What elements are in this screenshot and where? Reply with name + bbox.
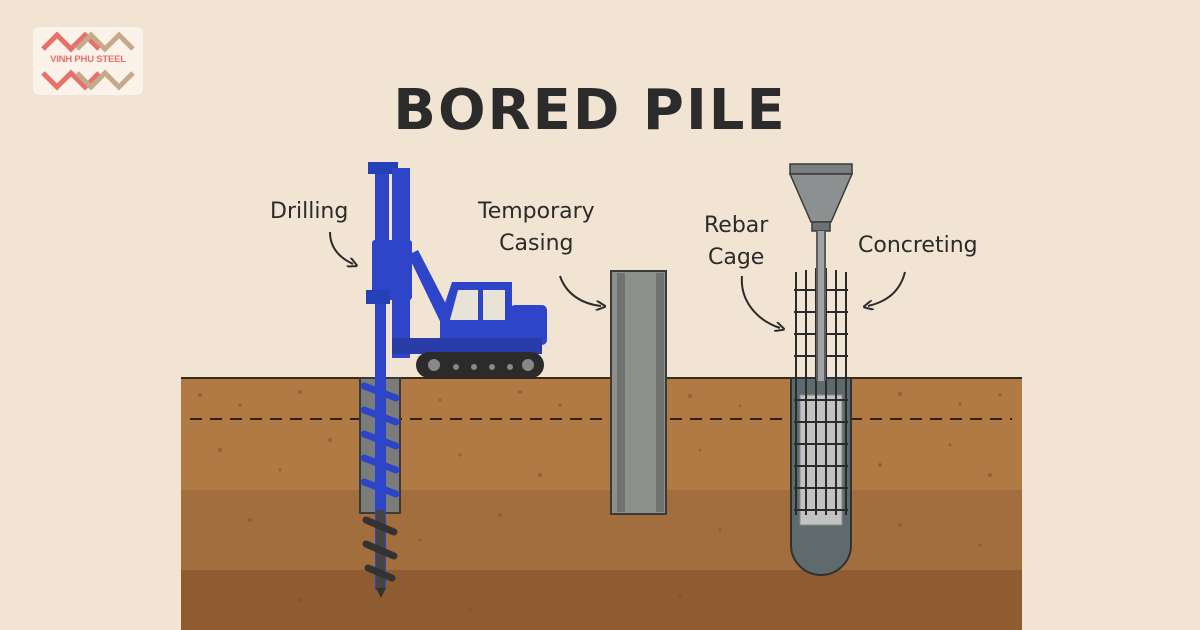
drilling-rig-icon	[366, 162, 547, 378]
label-drilling: Drilling	[270, 196, 348, 228]
ground-layers	[181, 377, 1022, 630]
label-temporary-casing: Temporary Casing	[478, 196, 595, 260]
soil-layer-bottom	[181, 570, 1022, 630]
label-arrows	[329, 231, 906, 328]
brand-logo: VINH PHU STEEL	[33, 27, 143, 95]
rig-cab	[392, 282, 547, 354]
arrow-drilling	[329, 231, 353, 264]
label-drilling-text: Drilling	[270, 199, 349, 224]
label-rebar-cage: Rebar Cage	[704, 210, 768, 274]
arrow-casing	[559, 275, 601, 306]
label-casing-line1: Temporary	[478, 199, 595, 224]
soil-layer-middle	[181, 490, 1022, 570]
concrete-hopper-icon	[788, 163, 854, 381]
page-title: BORED PILE	[393, 78, 787, 143]
soil-layer-top	[181, 378, 1022, 490]
arrow-concreting	[868, 271, 906, 306]
label-casing-line2: Casing	[499, 231, 574, 256]
label-rebar-line2: Cage	[707, 245, 765, 270]
casing-icon	[610, 270, 667, 515]
rig-track	[416, 352, 544, 378]
label-concreting: Concreting	[858, 230, 978, 262]
label-rebar-line1: Rebar	[704, 213, 769, 238]
concrete-pile	[790, 377, 852, 576]
arrow-rebar	[740, 275, 780, 328]
brand-name: VINH PHU STEEL	[50, 54, 126, 65]
logo-mark-icon	[41, 31, 135, 91]
label-concreting-text: Concreting	[858, 233, 978, 258]
auger-icon	[360, 300, 400, 598]
soil-speckles	[198, 390, 1002, 614]
